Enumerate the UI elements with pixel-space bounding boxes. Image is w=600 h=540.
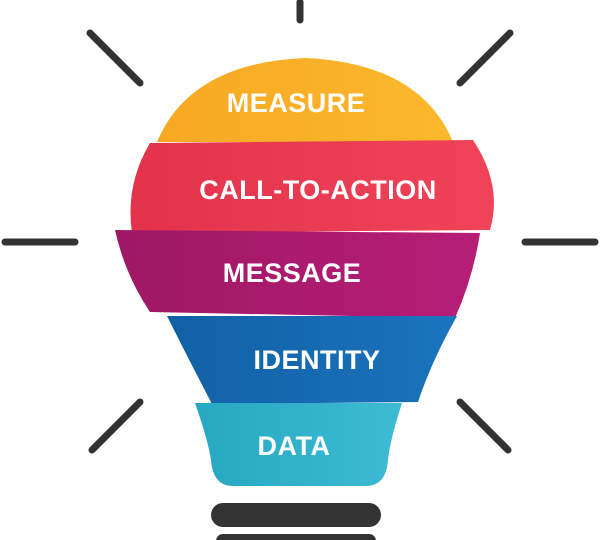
bulb-bands	[115, 58, 494, 486]
band-call-to-action	[130, 140, 494, 233]
band-identity	[167, 316, 457, 404]
base-bar-top	[211, 503, 381, 527]
band-message	[115, 230, 480, 318]
bulb-base	[211, 503, 381, 540]
label-measure: MEASURE	[227, 88, 366, 118]
ray-lower-right-icon	[456, 398, 512, 454]
light-rays	[1, 0, 599, 454]
band-measure	[157, 58, 453, 142]
label-call-to-action: CALL-TO-ACTION	[199, 175, 436, 205]
ray-lower-left-icon	[88, 398, 144, 454]
band-data	[195, 403, 402, 486]
ray-upper-right-icon	[456, 29, 514, 87]
base-bar-bottom	[216, 534, 376, 540]
label-identity: IDENTITY	[253, 345, 380, 375]
label-message: MESSAGE	[223, 258, 362, 288]
ray-upper-left-icon	[86, 29, 144, 87]
band-labels: MEASURE CALL-TO-ACTION MESSAGE IDENTITY …	[199, 88, 436, 461]
label-data: DATA	[258, 431, 331, 461]
